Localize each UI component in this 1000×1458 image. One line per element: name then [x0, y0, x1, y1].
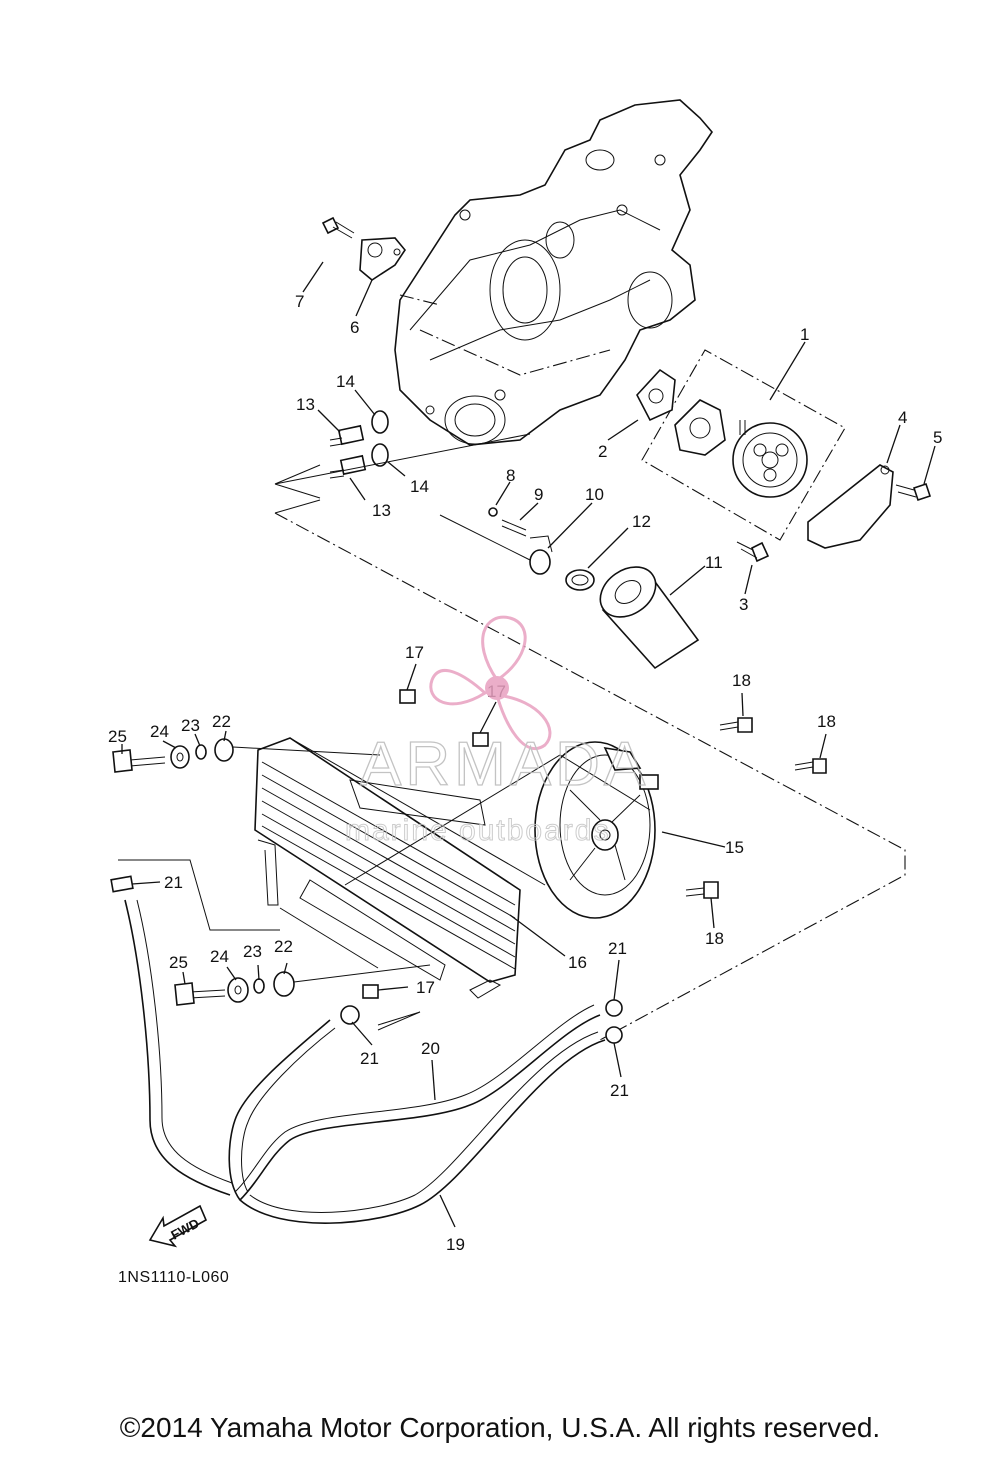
callout-5: 5 — [933, 428, 942, 447]
part-20-hose-drawing — [234, 1004, 601, 1201]
callout-14-lower: 14 — [410, 477, 429, 496]
guide-line — [344, 754, 651, 886]
mount-set-upper-drawing — [112, 738, 381, 773]
callout-14-upper: 14 — [336, 372, 355, 391]
part-9-drawing — [501, 519, 527, 537]
part-21-clamp-1-drawing — [340, 1005, 360, 1025]
callout-17-bottom: 17 — [416, 978, 435, 997]
part-18-bolt-2-drawing — [794, 758, 827, 774]
part-16-oil-cooler-drawing — [254, 737, 546, 999]
guide-line — [377, 1011, 421, 1031]
part-12-drawing — [565, 569, 595, 591]
callout-25-lower: 25 — [169, 953, 188, 972]
guide-line — [118, 859, 280, 931]
callout-22-upper: 22 — [212, 712, 231, 731]
callout-10: 10 — [585, 485, 604, 504]
leader-lines — [121, 261, 936, 1228]
callout-16: 16 — [568, 953, 587, 972]
bracket-line — [274, 433, 531, 485]
part-11-oil-filter-drawing — [599, 566, 700, 670]
callout-21-left: 21 — [164, 873, 183, 892]
guide-line — [279, 907, 379, 969]
part-19-hose-drawing — [228, 1019, 606, 1224]
callout-9: 9 — [534, 485, 543, 504]
part-6-drawing — [359, 237, 406, 281]
part-15-fan-drawing — [534, 741, 659, 919]
part-21-clamp-3-drawing — [605, 1026, 623, 1044]
bracket-line — [439, 514, 531, 561]
oil-pump-group-outline — [641, 349, 846, 541]
callout-11: 11 — [705, 553, 723, 572]
callout-24-upper: 24 — [150, 722, 169, 741]
callout-20: 20 — [421, 1039, 440, 1058]
part-18-bolt-1-drawing — [719, 717, 753, 733]
watermark: ARMADA marine outboards — [345, 615, 649, 848]
fwd-label: FWD — [168, 1215, 201, 1242]
callout-1: 1 — [800, 325, 809, 344]
callout-23-lower: 23 — [243, 942, 262, 961]
callout-17-top: 17 — [405, 643, 424, 662]
bracket-line — [274, 499, 321, 514]
callout-18-top: 18 — [732, 671, 751, 690]
callout-2: 2 — [598, 442, 607, 461]
part-8-drawing — [488, 507, 498, 517]
part-18-bolt-3-drawing — [685, 881, 719, 899]
callout-21-center: 21 — [360, 1049, 379, 1068]
callout-8: 8 — [506, 466, 515, 485]
crankcase-cover-drawing — [394, 99, 714, 446]
bracket-line — [274, 464, 321, 485]
callout-12: 12 — [632, 512, 651, 531]
callout-15: 15 — [725, 838, 744, 857]
callout-19: 19 — [446, 1235, 465, 1254]
callout-21-right-bottom: 21 — [610, 1081, 629, 1100]
watermark-subtitle: marine outboards — [345, 814, 610, 847]
part-3-bolt-drawing — [736, 541, 770, 563]
part-21-clamp-2-drawing — [605, 999, 623, 1017]
part-17-nut-3-drawing — [362, 984, 379, 999]
part-17-nut-1-drawing — [399, 689, 416, 704]
callout-21-right-top: 21 — [608, 939, 627, 958]
part-10-drawing — [529, 535, 553, 575]
part-13-fittings-drawing — [329, 424, 367, 479]
watermark-logo-icon — [429, 615, 552, 750]
callout-7: 7 — [295, 292, 304, 311]
callout-6: 6 — [350, 318, 359, 337]
part-14-washers-drawing — [371, 410, 389, 467]
drawing-code: 1NS1110-L060 — [118, 1269, 229, 1286]
copyright-notice: ©2014 Yamaha Motor Corporation, U.S.A. A… — [119, 1412, 881, 1443]
oil-pump-drawing — [674, 399, 808, 498]
mount-set-lower-drawing — [174, 964, 431, 1006]
callout-3: 3 — [739, 595, 748, 614]
callout-13-upper: 13 — [296, 395, 315, 414]
left-hose-drawing — [110, 875, 233, 1196]
callout-18-right: 18 — [817, 712, 836, 731]
part-4-cover-drawing — [807, 464, 894, 549]
callout-labels: 1 2 3 4 5 6 7 8 9 10 11 12 13 13 14 14 1… — [108, 292, 942, 1254]
assembly-dashed-line — [274, 512, 906, 1041]
callout-25-upper: 25 — [108, 727, 127, 746]
callout-23-upper: 23 — [181, 716, 200, 735]
callout-4: 4 — [898, 408, 907, 427]
callout-22-lower: 22 — [274, 937, 293, 956]
part-7-bolt-drawing — [321, 216, 355, 239]
part-2-drawing — [636, 368, 676, 422]
watermark-title: ARMADA — [360, 730, 649, 799]
callout-18-bottom: 18 — [705, 929, 724, 948]
callout-24-lower: 24 — [210, 947, 229, 966]
callout-13-lower: 13 — [372, 501, 391, 520]
fwd-arrow: FWD — [148, 1204, 208, 1248]
bracket-line — [274, 483, 321, 499]
part-5-bolt-drawing — [895, 482, 932, 502]
